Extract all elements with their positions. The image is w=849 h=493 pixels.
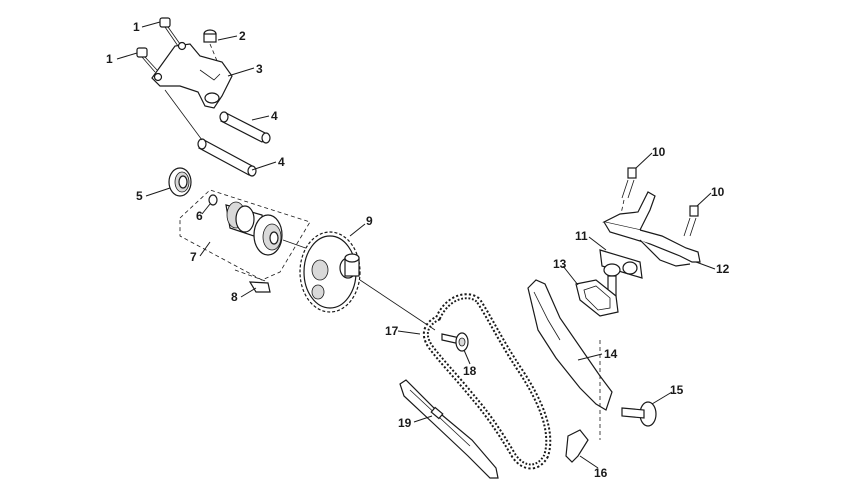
callout-1a: 1 — [133, 20, 140, 34]
callout-18: 18 — [463, 364, 477, 378]
callout-6: 6 — [196, 209, 203, 223]
callout-10b: 10 — [711, 185, 725, 199]
callout-16: 16 — [594, 466, 608, 480]
gasket-13 — [575, 279, 619, 317]
callout-1b: 1 — [106, 52, 113, 66]
callout-3: 3 — [256, 62, 263, 76]
callout-2: 2 — [239, 29, 246, 43]
timing-chain-17 — [422, 293, 552, 470]
bolt-10-lower — [683, 205, 699, 237]
cam-sprocket-9 — [299, 231, 361, 313]
clip-6 — [208, 194, 218, 206]
bolt-top — [159, 17, 181, 47]
bolt-15 — [621, 401, 657, 427]
bolt-18 — [441, 332, 469, 352]
bolt-left — [136, 47, 158, 73]
pin-8 — [234, 269, 271, 293]
callout-10a: 10 — [652, 145, 666, 159]
callout-14: 14 — [604, 347, 618, 361]
callout-4b: 4 — [278, 155, 285, 169]
callout-13: 13 — [553, 257, 567, 271]
callout-19: 19 — [398, 416, 412, 430]
callout-17: 17 — [385, 324, 399, 338]
bracket-3 — [151, 41, 233, 109]
chain-guide-19 — [399, 379, 499, 479]
callout-9: 9 — [366, 214, 373, 228]
bearing-5 — [168, 167, 192, 197]
callout-15: 15 — [670, 383, 684, 397]
callout-11: 11 — [575, 229, 588, 243]
callout-12: 12 — [716, 262, 730, 276]
dowel-pin-upper — [219, 111, 271, 144]
callout-4a: 4 — [271, 109, 278, 123]
chain-guide-14 — [527, 279, 613, 440]
callout-7: 7 — [190, 250, 197, 264]
camshaft-assembly-7 — [179, 189, 346, 281]
slider-16 — [565, 429, 589, 463]
callout-5: 5 — [136, 189, 143, 203]
dowel-pin-lower — [197, 138, 257, 177]
callout-8: 8 — [231, 290, 238, 304]
